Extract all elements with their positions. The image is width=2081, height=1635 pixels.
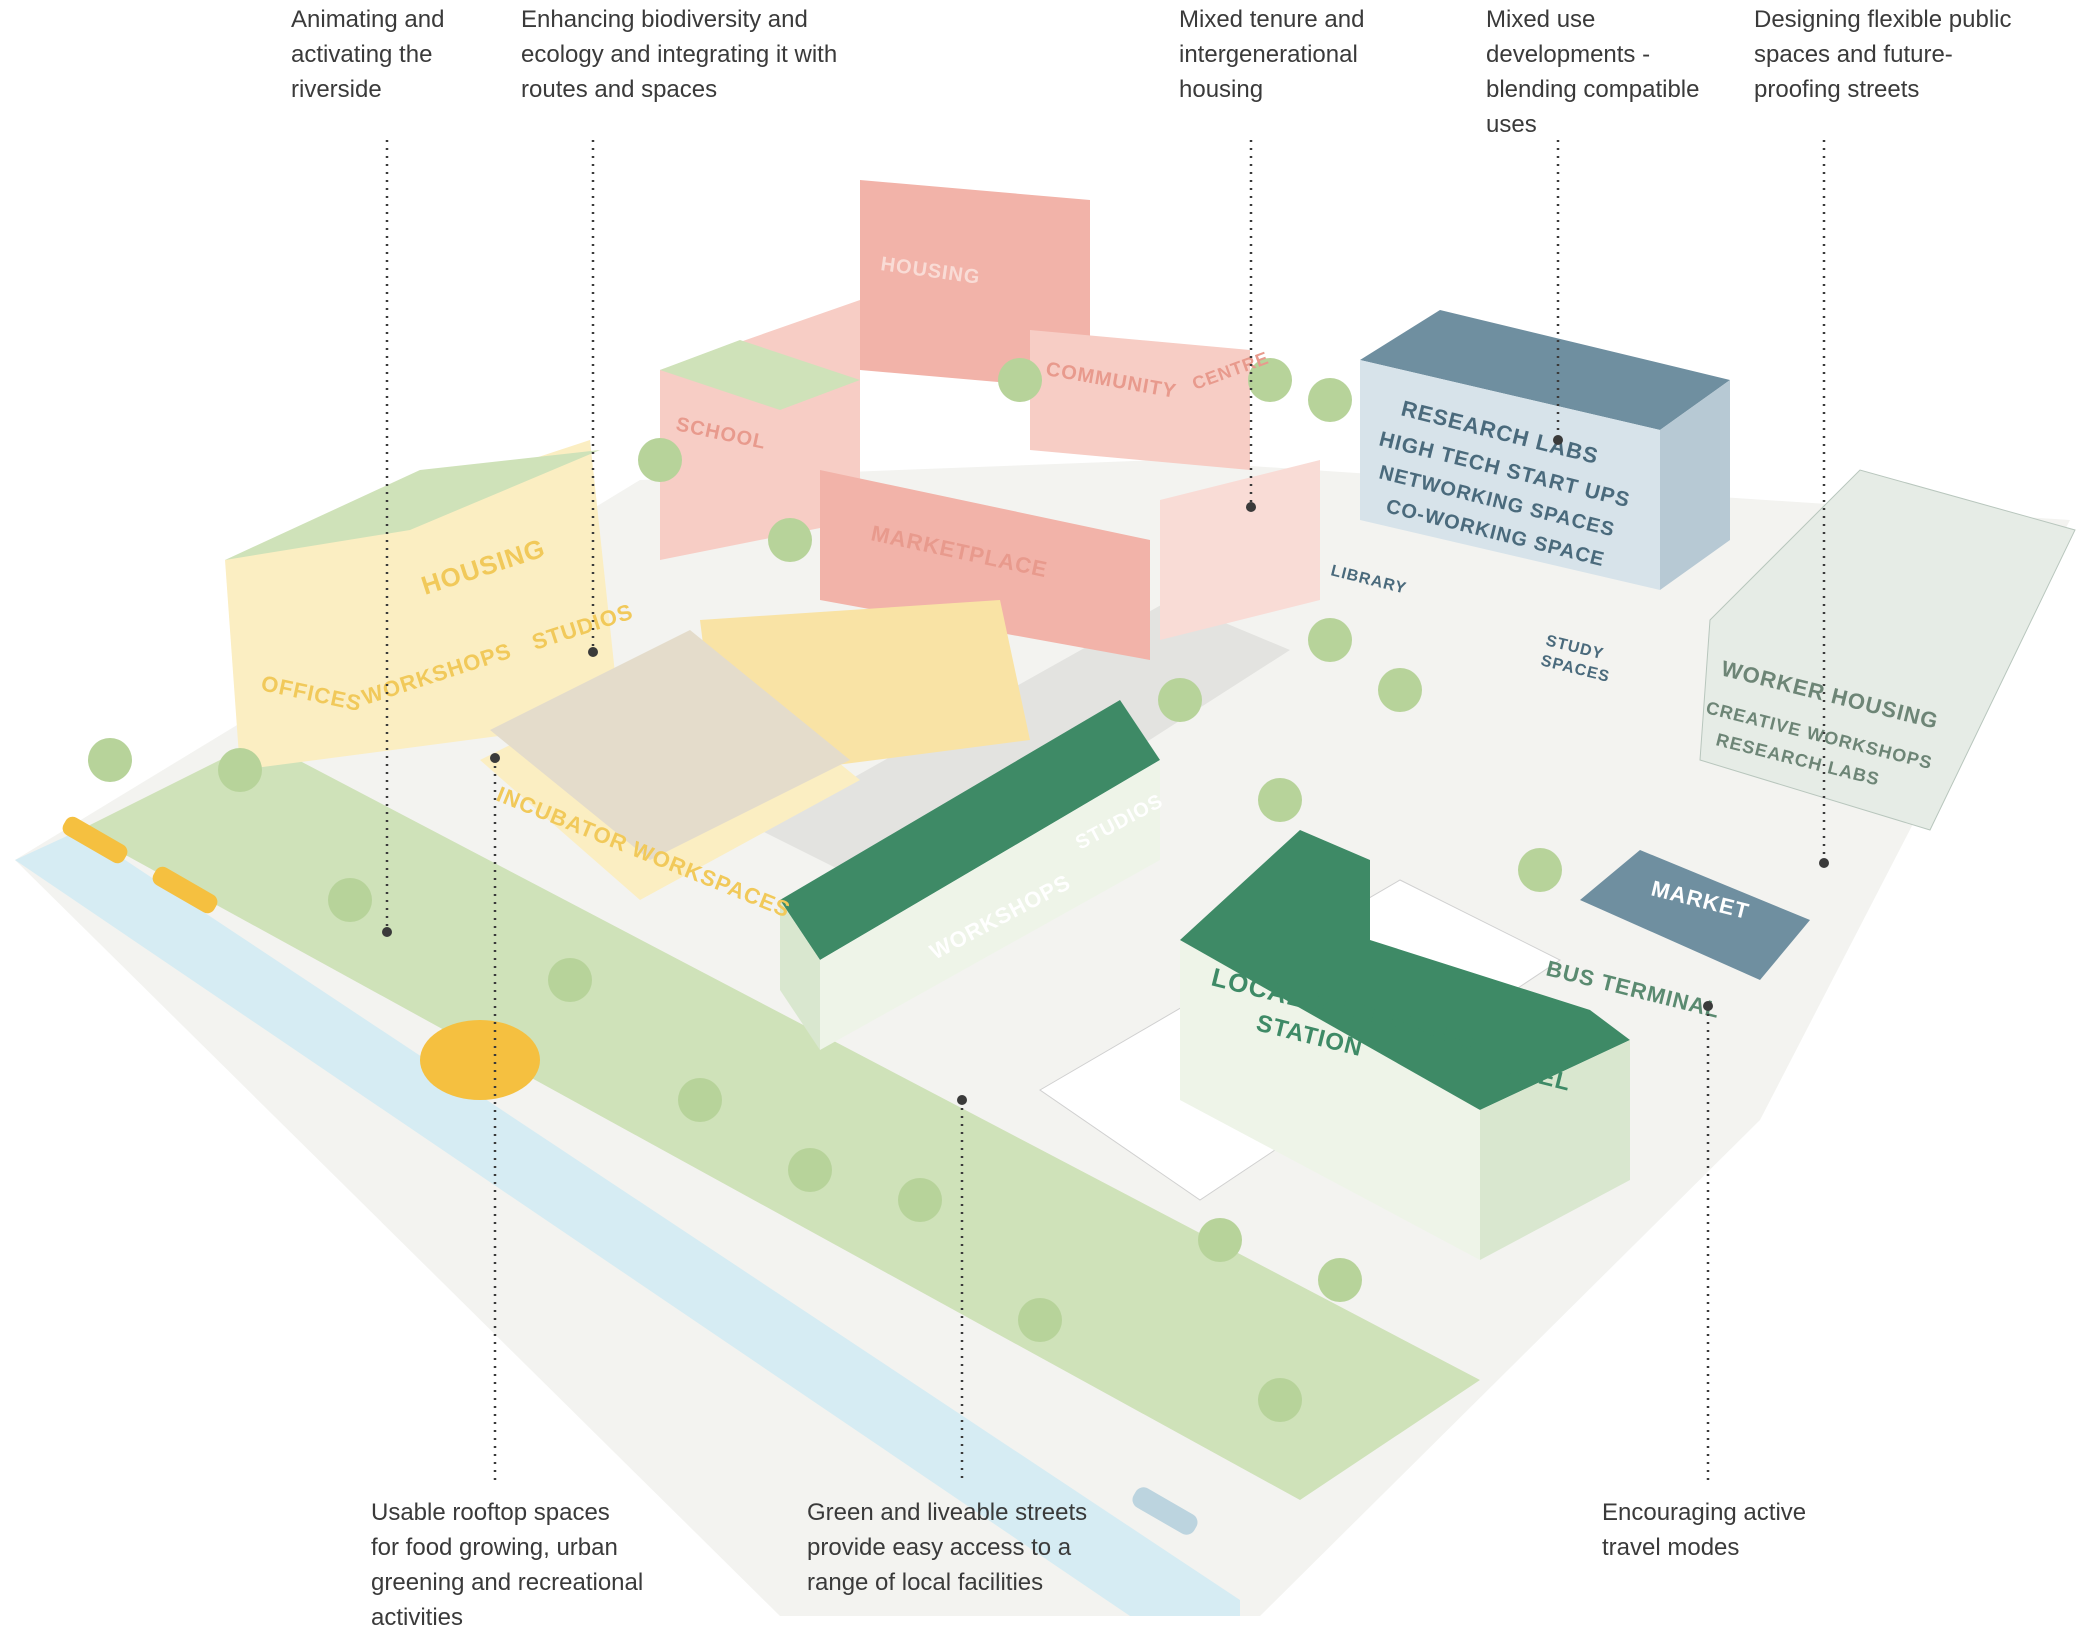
boat (62, 816, 128, 864)
callout-biodiversity: Enhancing biodiversity and ecology and i… (521, 6, 838, 103)
callout-green-streets: Green and liveable streets provide easy … (807, 1499, 1088, 1596)
yellow-roof-garden (225, 450, 600, 560)
callout-mixed-use: Mixed use developments - blending compat… (1486, 6, 1700, 138)
marker-dot (382, 927, 392, 937)
callout-riverside: Animating and activating the riverside (291, 6, 445, 103)
riverside-activity-area (420, 1020, 540, 1100)
river (15, 830, 1240, 1616)
station-block-side (1480, 1040, 1630, 1260)
riverside-park (80, 740, 1480, 1500)
central-street (760, 600, 1290, 900)
yellow-rooftop-grid (490, 630, 850, 860)
green-workshops-block (780, 700, 1160, 960)
worker-housing-block (1699, 469, 2076, 831)
leader-markers (382, 435, 1829, 1105)
marker-dot (957, 1095, 967, 1105)
callout-rooftop: Usable rooftop spaces for food growing, … (371, 1499, 644, 1631)
boat (152, 866, 218, 914)
pink-roof-garden (660, 340, 860, 410)
leader-lines (385, 140, 1826, 1480)
trees (88, 358, 1562, 1422)
green-workshops-facade (780, 900, 820, 1050)
callout-mixed-tenure: Mixed tenure and intergenerational housi… (1179, 6, 1365, 103)
pink-terrace-houses (1160, 460, 1320, 640)
blue-research-front (1360, 360, 1660, 590)
marker-dot (1553, 435, 1563, 445)
market-canopy (1580, 850, 1810, 980)
marker-dot (490, 753, 500, 763)
callout-active-travel: Encouraging active travel modes (1602, 1499, 1807, 1561)
green-workshops-front (820, 760, 1160, 1050)
marker-dot (1703, 1001, 1713, 1011)
station-block-roof (1180, 830, 1630, 1110)
station-block-front (1180, 940, 1480, 1260)
callout-flexible-spaces: Designing flexible public spaces and fut… (1754, 6, 2012, 103)
blue-research-roof (1360, 310, 1730, 430)
pink-community-block (1030, 330, 1250, 470)
marker-dot (1246, 502, 1256, 512)
marker-dot (1819, 858, 1829, 868)
marker-dot (588, 647, 598, 657)
blue-research-side (1660, 380, 1730, 590)
yellow-housing-block (225, 440, 620, 770)
boat (1132, 1487, 1198, 1535)
